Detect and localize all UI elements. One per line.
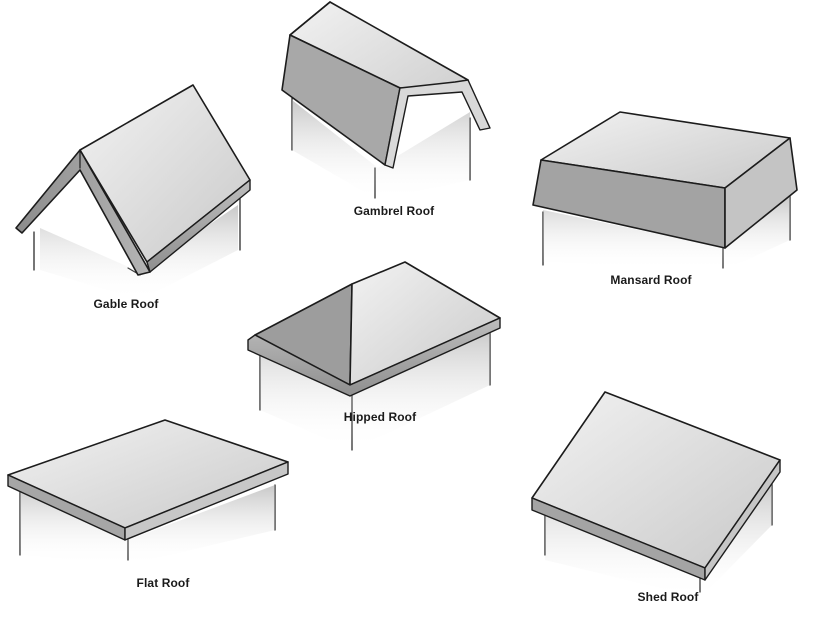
shed-roof-label: Shed Roof xyxy=(638,590,699,604)
gambrel-roof-drawing xyxy=(282,2,490,200)
shed-roof-drawing xyxy=(532,392,780,598)
gable-roof-drawing xyxy=(16,85,250,300)
mansard-roof-label: Mansard Roof xyxy=(610,273,691,287)
flat-roof-drawing xyxy=(8,420,288,565)
gable-roof-label: Gable Roof xyxy=(93,297,158,311)
flat-roof-label: Flat Roof xyxy=(137,576,190,590)
hipped-roof-label: Hipped Roof xyxy=(344,410,416,424)
gambrel-roof-label: Gambrel Roof xyxy=(354,204,435,218)
mansard-roof-drawing xyxy=(533,112,797,270)
